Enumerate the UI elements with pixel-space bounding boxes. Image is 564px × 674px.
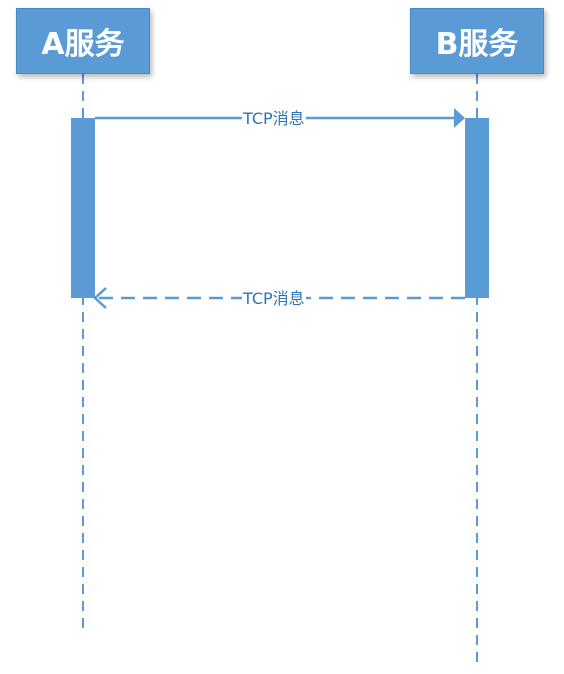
activation-bar-a xyxy=(71,118,95,298)
message-label-response: TCP消息 xyxy=(242,289,306,309)
participant-box-b: B服务 xyxy=(410,8,544,74)
participant-box-a: A服务 xyxy=(16,8,150,74)
participant-label-b: B服务 xyxy=(435,27,519,62)
arrowhead-filled xyxy=(454,108,465,128)
participant-label-a: A服务 xyxy=(41,27,125,62)
arrowhead-open xyxy=(93,287,107,309)
activation-bar-b xyxy=(465,118,489,298)
message-label-request: TCP消息 xyxy=(242,109,306,129)
